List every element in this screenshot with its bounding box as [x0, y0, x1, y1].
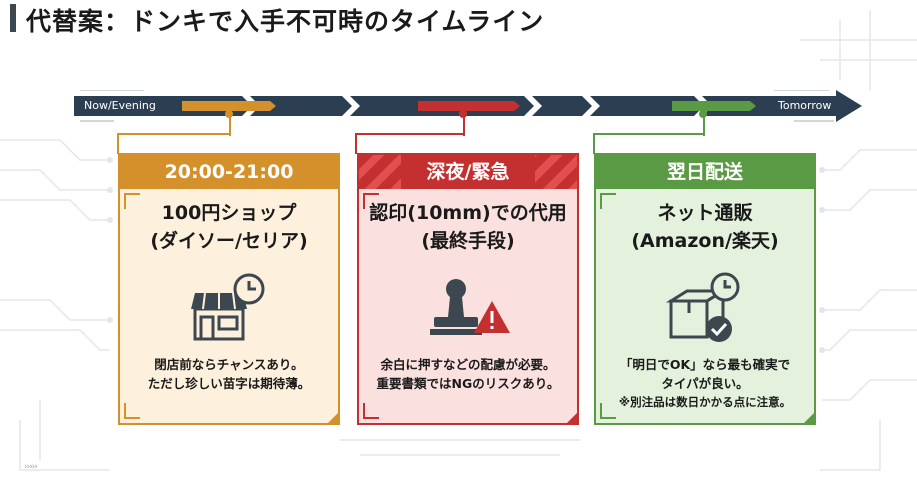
timeline-end-label: Tomorrow	[778, 99, 832, 112]
card-header: 深夜/緊急	[359, 155, 577, 189]
timeline-segment-green	[672, 101, 756, 111]
connector-orange	[229, 114, 231, 136]
card-desc-line1: 余白に押すなどの配慮が必要。	[380, 357, 556, 372]
corner-deco	[124, 403, 140, 419]
card-desc-line1: 「明日でOK」なら最も確実で	[619, 357, 791, 372]
card-description: 余白に押すなどの配慮が必要。 重要書類ではNGのリスクあり。	[359, 355, 577, 393]
corner-deco	[326, 411, 340, 425]
card-title-line2: (Amazon/楽天)	[631, 230, 779, 252]
card-title-line2: (最終手段)	[421, 230, 515, 252]
connector-green	[703, 114, 705, 136]
connector-path-green	[593, 133, 704, 154]
card-header: 20:00-21:00	[120, 155, 338, 189]
card-title: 100円ショップ (ダイソー/セリア)	[120, 199, 338, 255]
card-description: 閉店前ならチャンスあり。 ただし珍しい苗字は期待薄。	[120, 355, 338, 393]
timeline: Now/Evening Tomorrow	[74, 89, 864, 122]
corner-deco	[600, 193, 616, 209]
connector-path-red	[355, 133, 464, 154]
connector-path-orange	[117, 133, 230, 154]
card-title: ネット通販 (Amazon/楽天)	[596, 199, 814, 255]
card-title-line1: 認印(10mm)での代用	[369, 202, 567, 224]
card-header-label: 翌日配送	[666, 161, 743, 183]
card-title: 認印(10mm)での代用 (最終手段)	[359, 199, 577, 255]
corner-deco	[802, 411, 816, 425]
card-header-label: 深夜/緊急	[400, 155, 536, 189]
card-description: 「明日でOK」なら最も確実で タイパが良い。 ※別注品は数日かかる点に注意。	[596, 355, 814, 412]
card-title-line1: 100円ショップ	[161, 202, 297, 224]
card-desc-line2: タイパが良い。	[661, 376, 749, 391]
page-title: 代替案：ドンキで入手不可時のタイムライン	[26, 7, 545, 36]
card-desc-line3: ※別注品は数日かかる点に注意。	[618, 395, 792, 409]
connector-red	[463, 114, 465, 136]
card-title-line1: ネット通販	[657, 202, 753, 224]
card-desc-line2: ただし珍しい苗字は期待薄。	[147, 376, 311, 391]
package-clock-check-icon	[665, 272, 740, 342]
corner-deco	[363, 193, 379, 209]
connector-dot-green	[699, 110, 707, 118]
corner-deco	[600, 403, 616, 419]
connector-dot-orange	[225, 110, 233, 118]
corner-deco	[565, 411, 579, 425]
connector-dot-red	[459, 110, 467, 118]
corner-deco	[124, 193, 140, 209]
footer-arrows: ›››››	[24, 462, 38, 472]
card-header: 翌日配送	[596, 155, 814, 189]
card-emergency-stamp: 深夜/緊急 認印(10mm)での代用 (最終手段) 余白に押すなどの配慮が必要。…	[357, 153, 579, 425]
timeline-start-label: Now/Evening	[84, 99, 156, 112]
card-online-shopping: 翌日配送 ネット通販 (Amazon/楽天) 「明日でOK」なら最も確実で タイ…	[594, 153, 816, 425]
corner-deco	[363, 403, 379, 419]
card-desc-line2: 重要書類ではNGのリスクあり。	[376, 376, 560, 391]
stamp-warning-icon	[430, 279, 510, 335]
title-accent-bar	[10, 4, 16, 32]
timeline-segment-red	[418, 101, 520, 111]
card-title-line2: (ダイソー/セリア)	[150, 230, 308, 252]
timeline-arrow	[74, 89, 862, 122]
store-clock-icon	[191, 273, 265, 341]
timeline-segment-orange	[182, 101, 276, 111]
card-desc-line1: 閉店前ならチャンスあり。	[154, 357, 304, 372]
card-header-label: 20:00-21:00	[164, 161, 294, 183]
card-100yen-shop: 20:00-21:00 100円ショップ (ダイソー/セリア) 閉店前ならチャン…	[118, 153, 340, 425]
